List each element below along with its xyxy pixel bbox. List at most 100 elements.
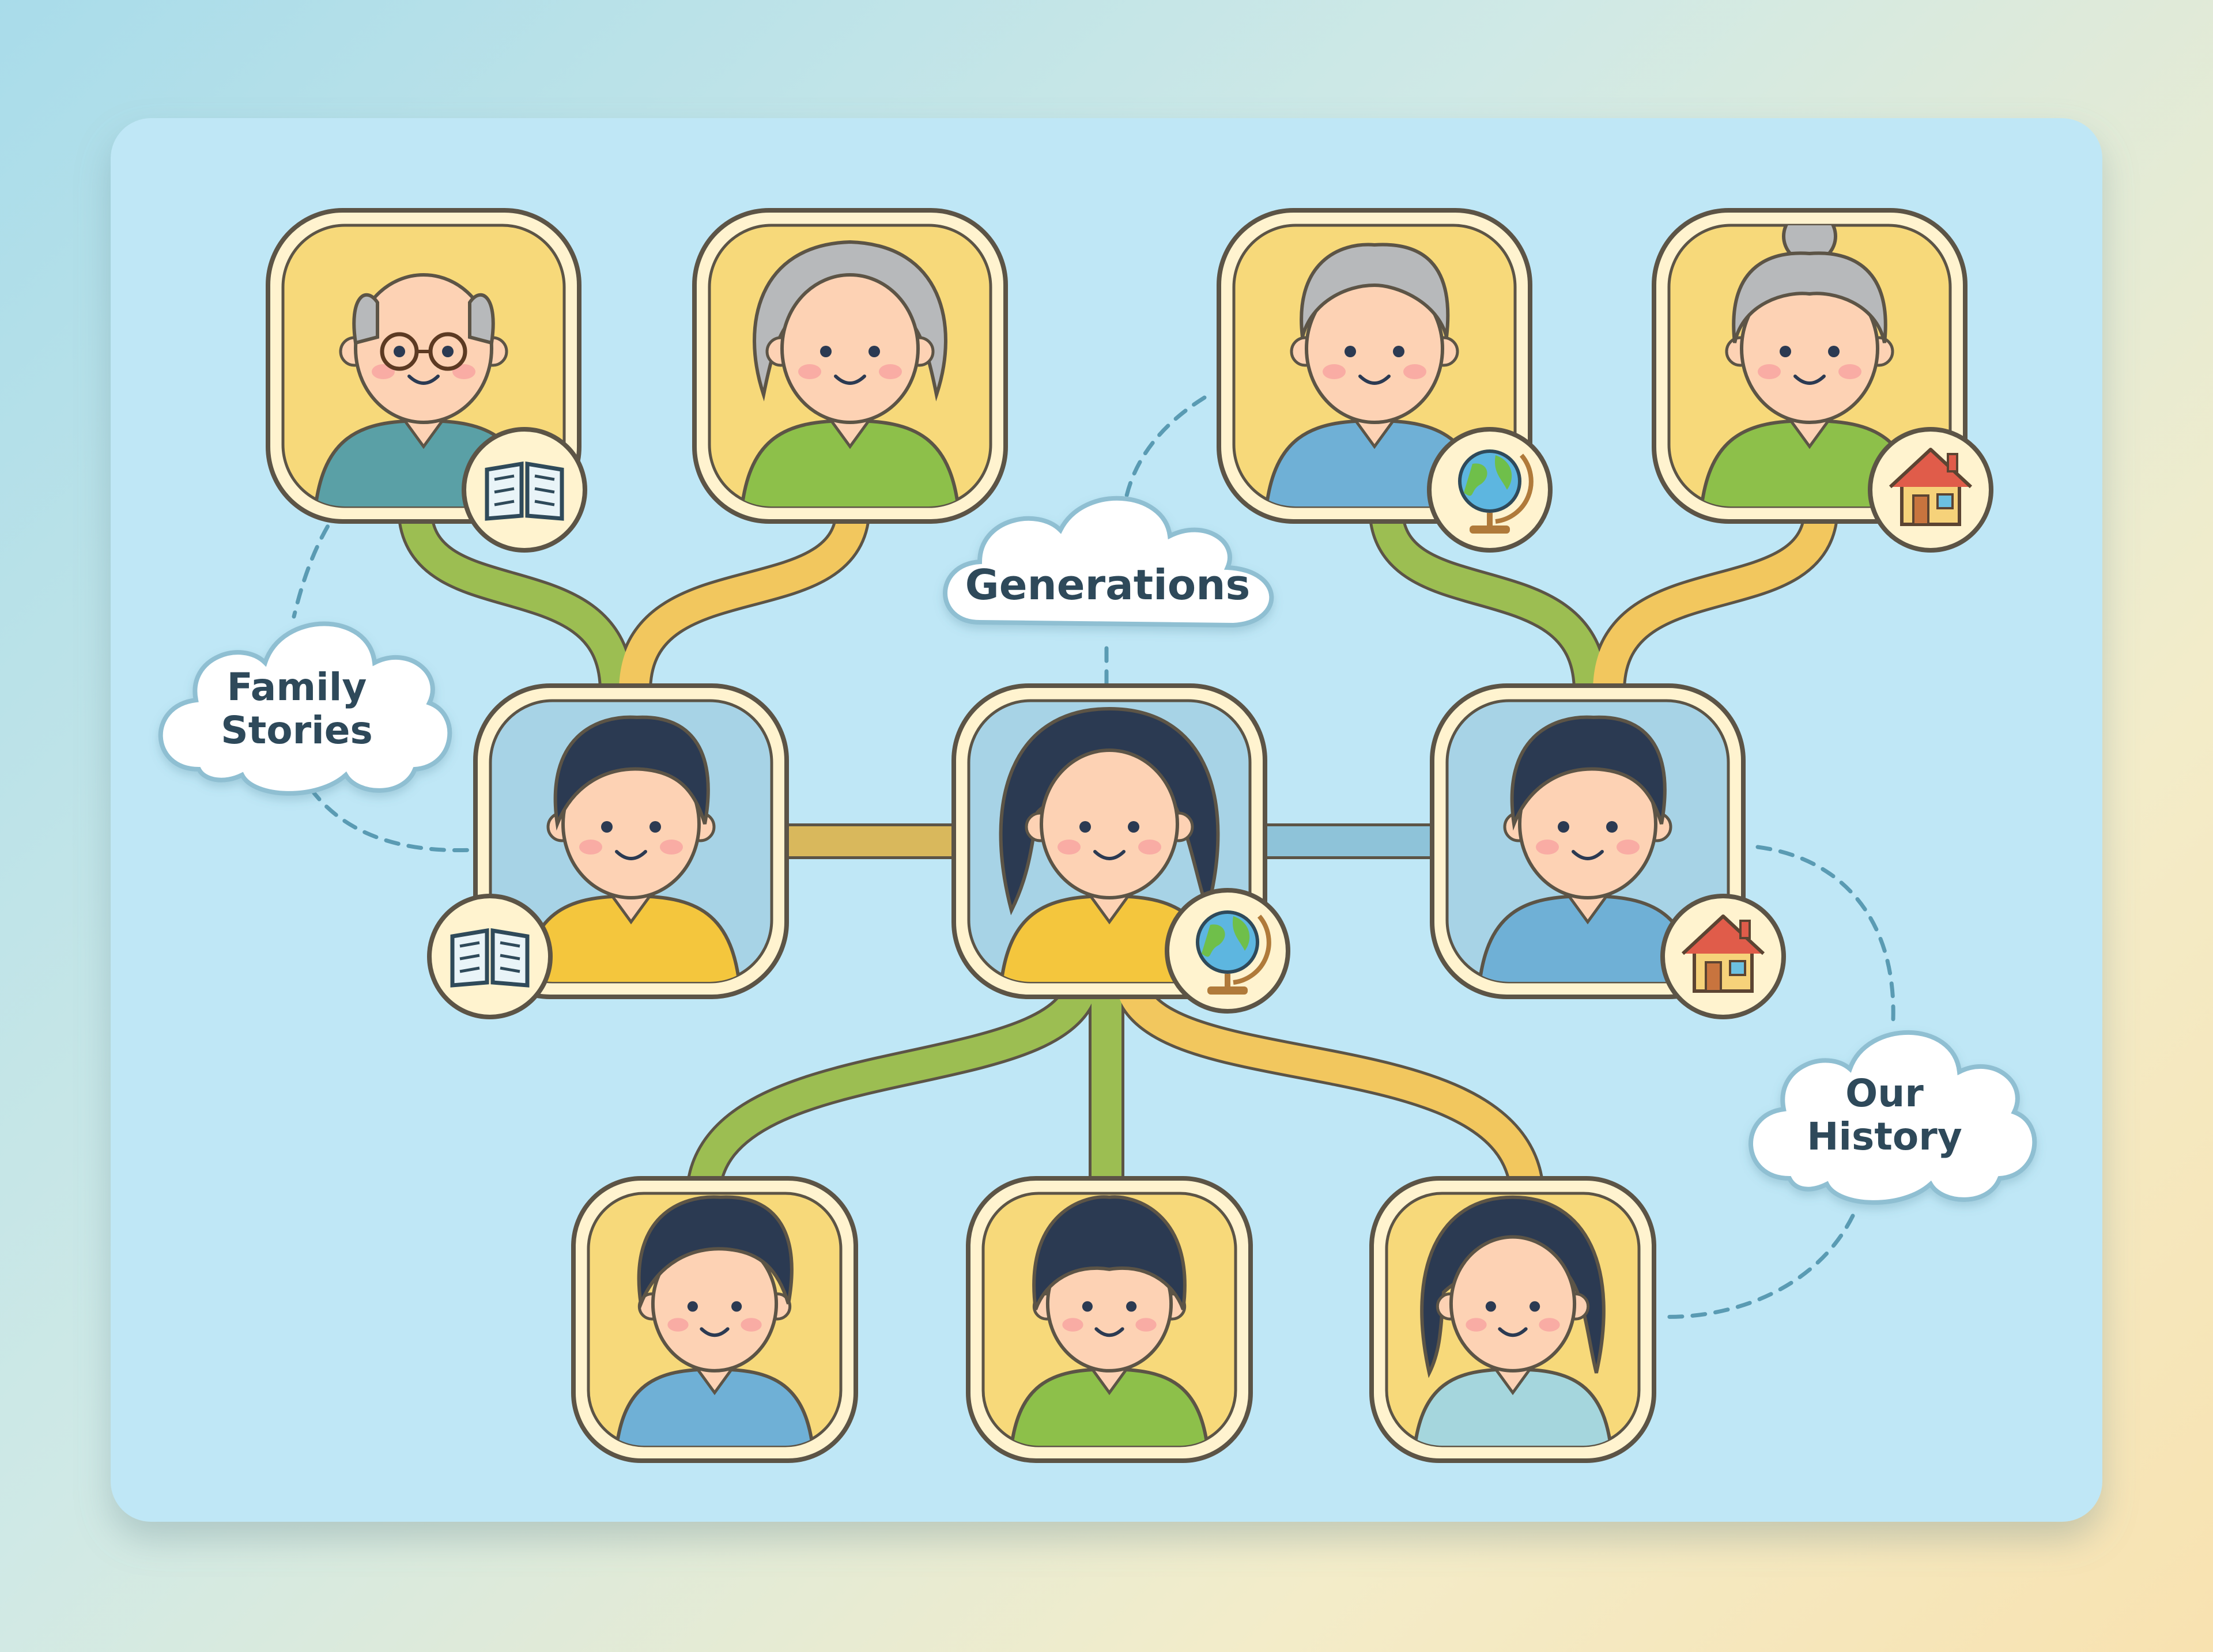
cloud-our-history: Our History (1749, 1030, 2037, 1205)
person-tile-uncle (1430, 683, 1786, 1019)
cheek (1617, 840, 1640, 855)
portrait (613, 1195, 816, 1446)
portrait (1411, 1195, 1614, 1446)
house-chimney (1947, 453, 1958, 472)
house-roof (1889, 448, 1973, 489)
book-line (534, 474, 555, 481)
cheek (667, 1318, 689, 1332)
cheek (579, 840, 602, 855)
book-line (459, 954, 480, 961)
eye (868, 346, 880, 357)
book-icon-badge (427, 894, 553, 1019)
smile (1572, 850, 1604, 860)
cheek (1466, 1318, 1487, 1332)
cheek (1062, 1318, 1083, 1332)
book-line (500, 966, 520, 973)
book-line (534, 487, 555, 494)
face (354, 273, 493, 424)
cheek (741, 1318, 762, 1332)
cloud-generations: Generations (943, 496, 1274, 628)
smile (615, 850, 647, 860)
cheek (372, 364, 395, 379)
smile (1358, 375, 1391, 385)
eye (1485, 1301, 1496, 1312)
house-icon-badge (1660, 894, 1786, 1019)
book-line (500, 941, 520, 948)
hair (352, 293, 379, 345)
book-icon (450, 928, 530, 988)
globe-land (1202, 924, 1225, 957)
book-icon (485, 461, 564, 521)
cheek (1138, 840, 1161, 855)
hair (1300, 243, 1450, 338)
eye (1082, 1301, 1093, 1312)
eye (442, 346, 454, 357)
book-line (534, 500, 555, 506)
smile (1498, 1327, 1528, 1337)
eye (1345, 346, 1356, 357)
person-tile-grandmother-1 (692, 208, 1008, 524)
cheek (1403, 364, 1426, 379)
book-line (459, 966, 480, 973)
cloud-label-our: Our (1845, 1071, 1924, 1116)
smile (834, 375, 866, 385)
cheek (660, 840, 683, 855)
smile (1094, 1327, 1124, 1337)
eye (1079, 821, 1091, 833)
hair (637, 1195, 794, 1311)
globe-stand-base (1207, 986, 1248, 995)
house-icon (1889, 448, 1973, 526)
cheek (1058, 840, 1081, 855)
smile (1093, 850, 1126, 860)
cheek (1758, 364, 1781, 379)
person-tile-grandfather-1 (266, 208, 587, 553)
eye (1126, 1301, 1137, 1312)
cloud-label-family: Family (227, 665, 367, 709)
smile (407, 375, 440, 385)
face (1449, 1235, 1577, 1373)
eye (1780, 346, 1791, 357)
person-tile-child-1 (571, 1176, 858, 1463)
person-tile-child-2 (966, 1176, 1253, 1463)
cloud-label-generations: Generations (965, 561, 1251, 609)
book-icon-badge (462, 427, 587, 553)
portrait (998, 706, 1221, 982)
person-tile-grandfather-2 (1217, 208, 1553, 553)
book-line (500, 954, 520, 961)
badge-circle (427, 894, 553, 1019)
dashed-connectors (292, 395, 1895, 1319)
house-window (1729, 960, 1746, 976)
eye (1128, 821, 1139, 833)
cheek (452, 364, 475, 379)
cloud-family-stories: Family Stories (158, 621, 452, 796)
hair (1032, 1195, 1187, 1310)
hair (553, 715, 710, 831)
portrait (1263, 243, 1486, 506)
portrait (1476, 715, 1700, 982)
eye (1393, 346, 1404, 357)
globe-land (1495, 455, 1512, 490)
cheek (1536, 840, 1559, 855)
portrait (1008, 1195, 1211, 1446)
house-roof (1681, 914, 1765, 955)
globe-stand-arc (1233, 914, 1271, 985)
book-line (459, 941, 480, 948)
cloud-label-stories: Stories (221, 708, 373, 753)
smile (700, 1327, 730, 1337)
person-tile-child-3 (1369, 1176, 1656, 1463)
cloud-label-history: History (1807, 1114, 1962, 1159)
cheek (879, 364, 902, 379)
cheek (1539, 1318, 1560, 1332)
globe-stand-base (1470, 526, 1510, 534)
eye (1558, 821, 1569, 833)
eye (687, 1301, 698, 1312)
face (780, 273, 920, 424)
portrait (519, 715, 743, 982)
smile (1793, 375, 1826, 385)
globe-land (1233, 916, 1250, 951)
house-window (1936, 493, 1954, 509)
person-tile-grandmother-2 (1652, 208, 1993, 553)
house-chimney (1739, 920, 1751, 939)
hair (1420, 1195, 1606, 1378)
